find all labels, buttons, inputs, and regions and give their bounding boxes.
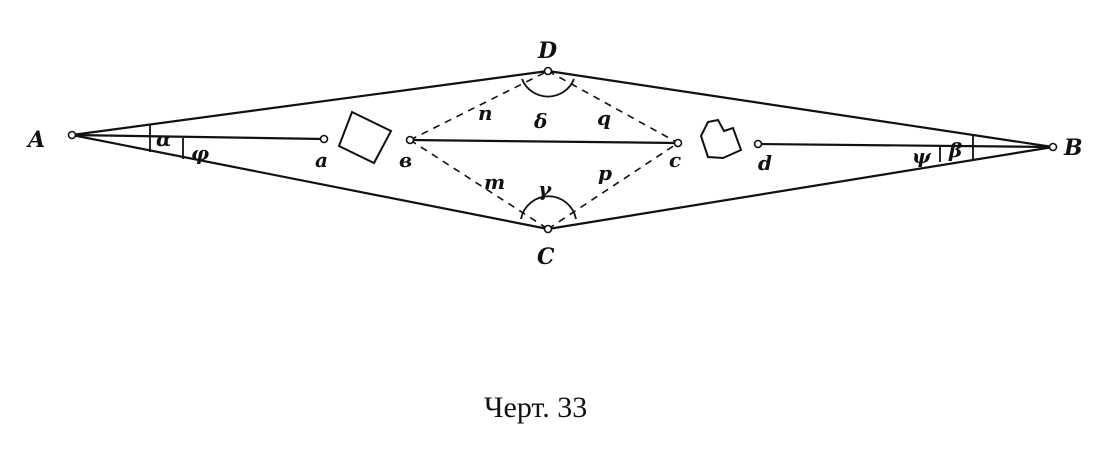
label-a: a (315, 148, 328, 172)
baseline-b-c (409, 138, 679, 145)
label-d: d (758, 151, 772, 175)
label-psi: ψ (912, 144, 932, 168)
label-delta: δ (533, 109, 547, 133)
baseline-A-a (71, 133, 325, 141)
baseline-d-B (757, 142, 1054, 149)
line-A-C (71, 133, 549, 231)
point-a (319, 134, 329, 144)
point-b (405, 135, 415, 145)
angle-arc-delta (521, 78, 575, 98)
label-m: m (484, 170, 505, 194)
label-alpha: α (156, 127, 171, 151)
line-C-B (547, 145, 1054, 231)
line-A-D (71, 69, 549, 137)
point-C (543, 224, 553, 234)
obstacle-shape (699, 118, 743, 160)
label-q: q (597, 106, 611, 130)
line-D-B (547, 69, 1054, 149)
label-c: c (669, 148, 681, 172)
figure-caption: Черт. 33 (484, 391, 587, 424)
angle-arc-gamma (520, 195, 577, 220)
label-p: p (598, 161, 612, 185)
label-gamma: γ (538, 177, 552, 201)
label-A: A (26, 127, 45, 153)
label-B: B (1063, 135, 1083, 161)
dashed-line-p (547, 142, 679, 230)
label-beta: β (948, 138, 962, 162)
label-phi: φ (191, 141, 209, 165)
point-d (753, 139, 763, 149)
label-C: C (537, 244, 555, 270)
obstacle-rect (337, 110, 393, 165)
point-A (67, 130, 77, 140)
label-D: D (537, 38, 557, 64)
dashed-line-m (409, 139, 549, 230)
point-c (673, 138, 683, 148)
point-D (543, 66, 553, 76)
label-b: в (399, 148, 412, 172)
label-n: n (478, 101, 493, 125)
point-B (1048, 142, 1058, 152)
dashed-line-q (547, 70, 679, 144)
